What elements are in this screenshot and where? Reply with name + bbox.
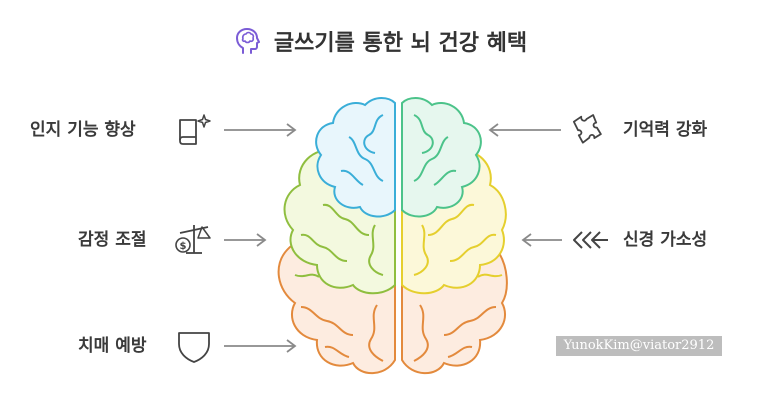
arrow-to-brain-3 — [224, 339, 297, 353]
brain-head-icon — [235, 28, 260, 54]
shield-icon — [178, 332, 210, 363]
puzzle-icon — [572, 114, 602, 144]
watermark: YunokKim@viator2912 — [556, 336, 722, 356]
label-dementia-prevention: 치매 예방 — [78, 336, 147, 356]
label-neuroplasticity: 신경 가소성 — [623, 230, 708, 250]
arrow-to-brain-1 — [224, 123, 297, 137]
brain-illustration — [277, 97, 508, 375]
svg-text:$: $ — [180, 241, 187, 252]
book-sparkle-icon — [179, 114, 211, 145]
title-text: 글쓰기를 통한 뇌 건강 혜택 — [273, 31, 528, 56]
arrow-to-brain-2 — [224, 233, 267, 247]
triple-chevron-icon — [573, 231, 608, 249]
label-emotion-regulation: 감정 조절 — [78, 230, 147, 250]
brain-right-hemisphere — [401, 97, 508, 375]
label-cognitive-function: 인지 기능 향상 — [30, 120, 136, 140]
arrow-from-right-1 — [488, 123, 561, 137]
diagram-title: 글쓰기를 통한 뇌 건강 혜택 — [0, 24, 761, 58]
balance-scale-icon: $ — [175, 225, 211, 254]
brain-left-hemisphere — [277, 97, 396, 375]
arrow-from-right-2 — [521, 233, 562, 247]
label-memory-enhancement: 기억력 강화 — [623, 120, 708, 140]
